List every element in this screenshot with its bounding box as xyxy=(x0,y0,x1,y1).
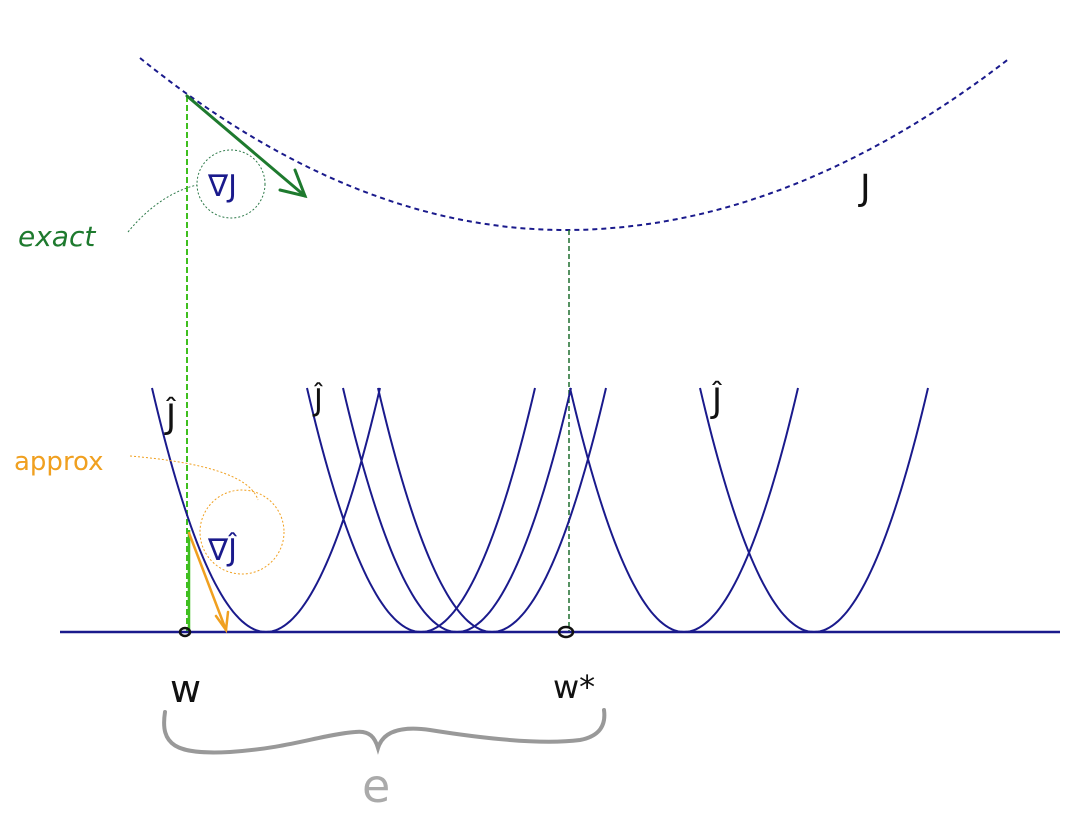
exact-gradient-arrow xyxy=(185,94,308,199)
approx-gradient-label: ∇Ĵ xyxy=(207,531,237,568)
error-label: e xyxy=(362,759,390,813)
approx-gradient-circle xyxy=(199,489,285,575)
w-label: w xyxy=(170,667,201,711)
approx-cost-label-1: Ĵ xyxy=(164,396,177,437)
approx-leader-line xyxy=(129,455,259,501)
approx-cost-label-3: Ĵ xyxy=(710,380,723,421)
true-cost-curve xyxy=(139,57,1011,231)
approx-gradient-arrow xyxy=(187,531,230,634)
w-star-label: w* xyxy=(553,668,595,706)
approx-label: approx xyxy=(14,447,104,477)
true-cost-label: J xyxy=(858,168,871,209)
error-brace xyxy=(162,708,607,755)
w-point xyxy=(178,626,192,638)
exact-gradient-label: ∇J xyxy=(207,169,237,204)
exact-gradient-circle xyxy=(196,149,266,219)
approx-cost-label-2: Ĵ xyxy=(312,381,323,418)
w-star-point xyxy=(557,625,575,639)
exact-label: exact xyxy=(18,220,96,253)
approx-cost-parabola-5 xyxy=(569,387,799,634)
approx-cost-parabolas xyxy=(151,387,929,634)
approx-cost-parabola-6 xyxy=(699,387,929,634)
